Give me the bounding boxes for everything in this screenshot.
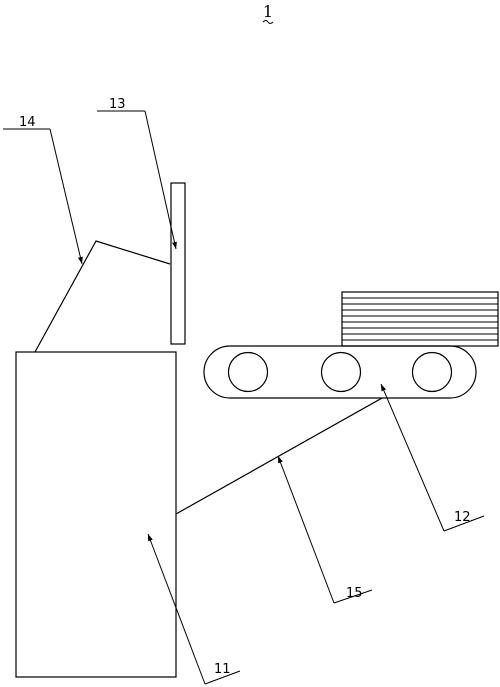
component-12-conveyor-belt bbox=[203, 345, 477, 399]
component-13-plate bbox=[170, 182, 186, 345]
label-12-underline bbox=[443, 515, 485, 532]
leader-11 bbox=[147, 533, 206, 685]
label-15-underline bbox=[333, 589, 373, 604]
sheet-stack bbox=[341, 291, 499, 347]
component-11-box bbox=[15, 351, 177, 678]
component-14-bent-line bbox=[34, 240, 171, 353]
conveyor-roller-3 bbox=[411, 351, 453, 393]
label-14: 14 bbox=[19, 115, 36, 130]
conveyor-roller-1 bbox=[227, 351, 269, 393]
leader-14 bbox=[49, 128, 83, 265]
figure-number: 1 bbox=[263, 2, 273, 21]
component-15-connector bbox=[175, 397, 383, 515]
leader-13 bbox=[144, 110, 177, 250]
label-15: 15 bbox=[346, 586, 363, 601]
label-13: 13 bbox=[109, 97, 126, 112]
leader-12 bbox=[380, 383, 445, 532]
conveyor-roller-2 bbox=[320, 351, 362, 393]
label-12: 12 bbox=[454, 510, 471, 525]
label-11: 11 bbox=[214, 662, 231, 677]
figure-number-tilde bbox=[262, 20, 274, 24]
leader-15 bbox=[277, 455, 335, 604]
label-11-underline bbox=[204, 670, 241, 685]
